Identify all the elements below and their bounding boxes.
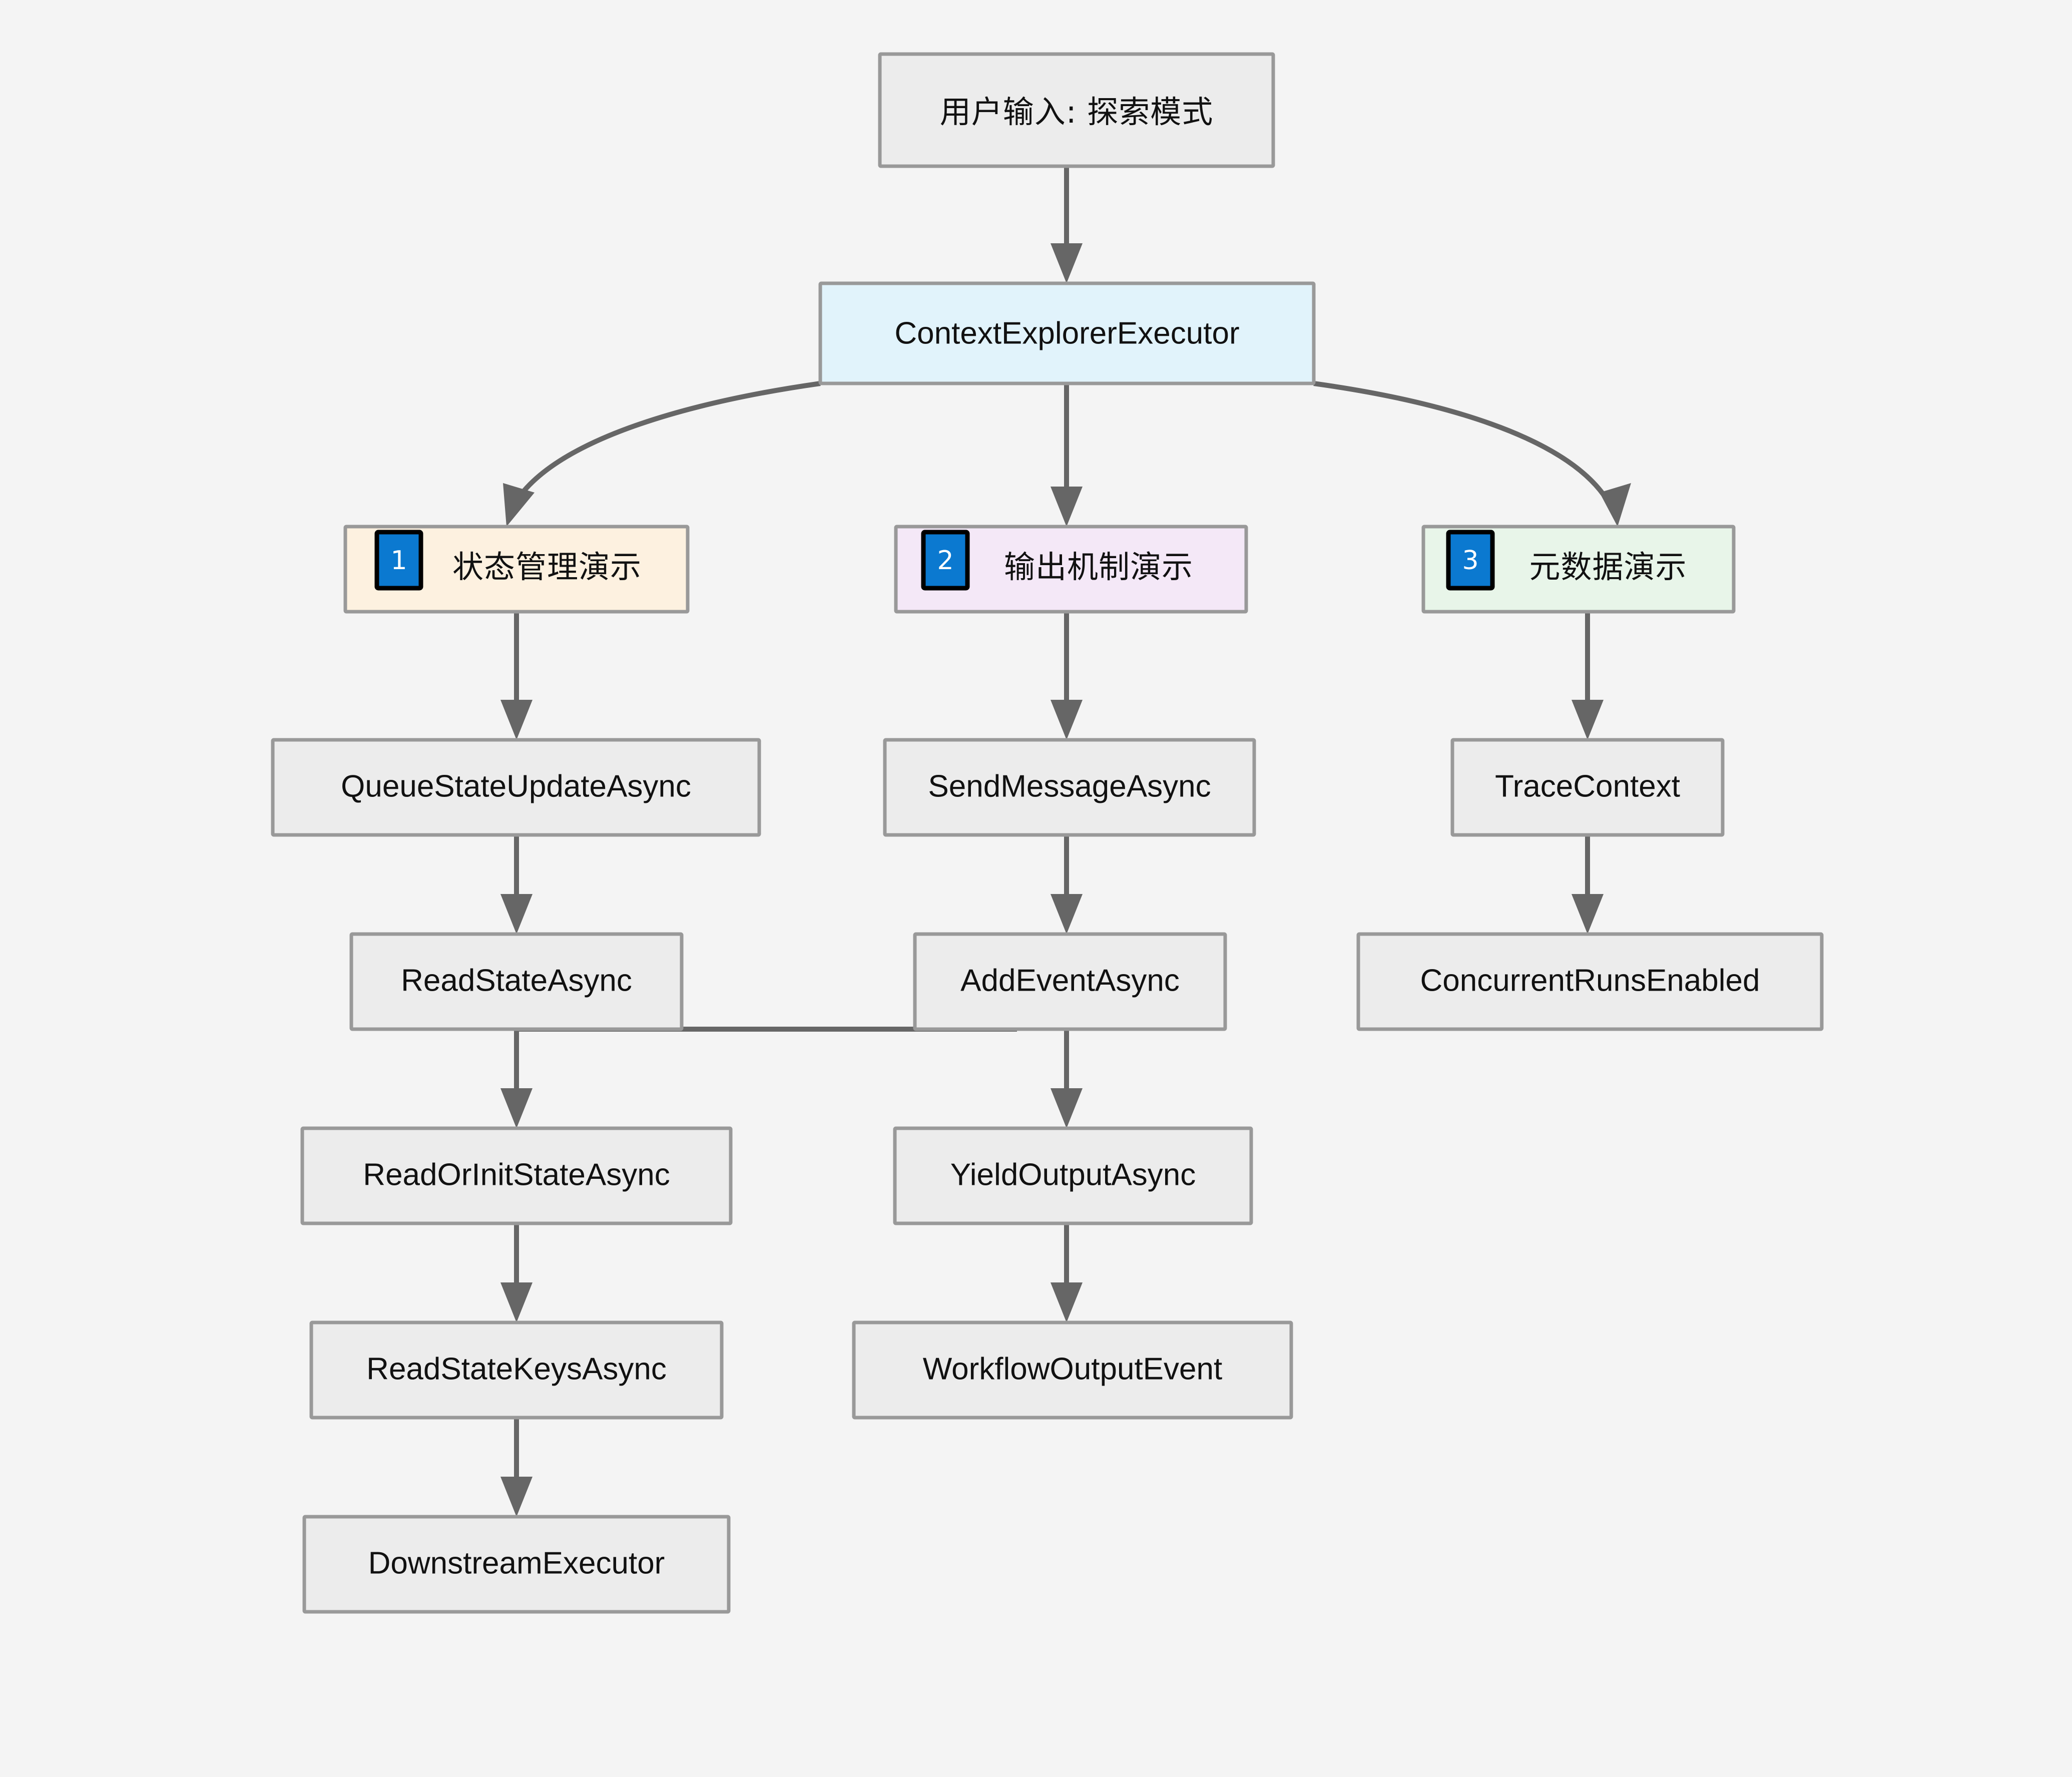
edge-executor-to-branch-2 <box>1051 383 1083 527</box>
edge-l3-to-l4 <box>500 1223 533 1322</box>
node-branch-2-label: 输出机制演示 <box>1004 549 1193 585</box>
keycap-2-icon: 2 <box>921 530 970 591</box>
node-read-state-keys-async-label: ReadStateKeysAsync <box>366 1352 667 1386</box>
node-user-input[interactable]: 用户输入: 探索模式 <box>878 52 1275 168</box>
edge-m3-to-m4 <box>1051 1223 1083 1322</box>
edge-l4-to-l5 <box>500 1418 533 1517</box>
edge-user-input-to-executor <box>1051 166 1083 283</box>
node-queue-state-update-async-label: QueueStateUpdateAsync <box>341 769 691 803</box>
node-trace-context[interactable]: TraceContext <box>1450 738 1725 837</box>
node-trace-context-label: TraceContext <box>1495 769 1680 803</box>
keycap-2-number: 2 <box>937 546 953 576</box>
node-branch-1[interactable]: 1 状态管理演示 <box>343 525 690 614</box>
node-read-state-async-label: ReadStateAsync <box>401 963 632 998</box>
edge-executor-to-branch-1 <box>503 381 821 527</box>
edge-executor-to-branch-3 <box>1313 381 1631 527</box>
edge-m1-to-m2 <box>1051 835 1083 934</box>
edge-l1-to-l2 <box>500 835 533 934</box>
node-branch-1-label: 状态管理演示 <box>452 549 642 585</box>
node-branch-3[interactable]: 3 元数据演示 <box>1421 525 1736 614</box>
node-branch-3-label: 元数据演示 <box>1529 549 1687 585</box>
node-executor[interactable]: ContextExplorerExecutor <box>818 281 1316 385</box>
node-branch-2[interactable]: 2 输出机制演示 <box>894 525 1248 614</box>
node-user-input-label: 用户输入: 探索模式 <box>940 94 1214 130</box>
edge-l2-to-l3 <box>500 1027 1017 1128</box>
node-read-state-keys-async[interactable]: ReadStateKeysAsync <box>309 1320 724 1420</box>
edge-branch-2-to-m1 <box>1051 612 1083 740</box>
keycap-3-icon: 3 <box>1446 530 1495 591</box>
keycap-3-number: 3 <box>1462 546 1478 576</box>
node-read-or-init-state-async-label: ReadOrInitStateAsync <box>363 1157 670 1192</box>
node-send-message-async[interactable]: SendMessageAsync <box>883 738 1256 837</box>
node-workflow-output-event[interactable]: WorkflowOutputEvent <box>852 1320 1293 1420</box>
edge-r1-to-r2 <box>1572 835 1604 934</box>
node-yield-output-async-label: YieldOutputAsync <box>950 1157 1196 1192</box>
node-read-or-init-state-async[interactable]: ReadOrInitStateAsync <box>300 1126 733 1225</box>
node-layer: 用户输入: 探索模式 ContextExplorerExecutor 1 状态管… <box>271 52 1824 1614</box>
edge-m2-to-m3 <box>1051 1029 1083 1128</box>
node-downstream-executor-label: DownstreamExecutor <box>368 1546 665 1580</box>
node-concurrent-runs-enabled-label: ConcurrentRunsEnabled <box>1420 963 1760 998</box>
node-executor-label: ContextExplorerExecutor <box>894 316 1239 350</box>
node-queue-state-update-async[interactable]: QueueStateUpdateAsync <box>271 738 761 837</box>
node-concurrent-runs-enabled[interactable]: ConcurrentRunsEnabled <box>1356 932 1824 1031</box>
node-yield-output-async[interactable]: YieldOutputAsync <box>893 1126 1253 1225</box>
node-add-event-async[interactable]: AddEventAsync <box>913 932 1227 1031</box>
node-downstream-executor[interactable]: DownstreamExecutor <box>302 1515 731 1614</box>
node-add-event-async-label: AddEventAsync <box>960 963 1180 998</box>
edge-branch-3-to-r1 <box>1572 612 1604 740</box>
keycap-1-icon: 1 <box>374 530 423 591</box>
keycap-1-number: 1 <box>390 546 407 576</box>
edge-branch-1-to-l1 <box>500 612 533 740</box>
node-read-state-async[interactable]: ReadStateAsync <box>349 932 684 1031</box>
node-workflow-output-event-label: WorkflowOutputEvent <box>923 1352 1222 1386</box>
node-send-message-async-label: SendMessageAsync <box>928 769 1211 803</box>
